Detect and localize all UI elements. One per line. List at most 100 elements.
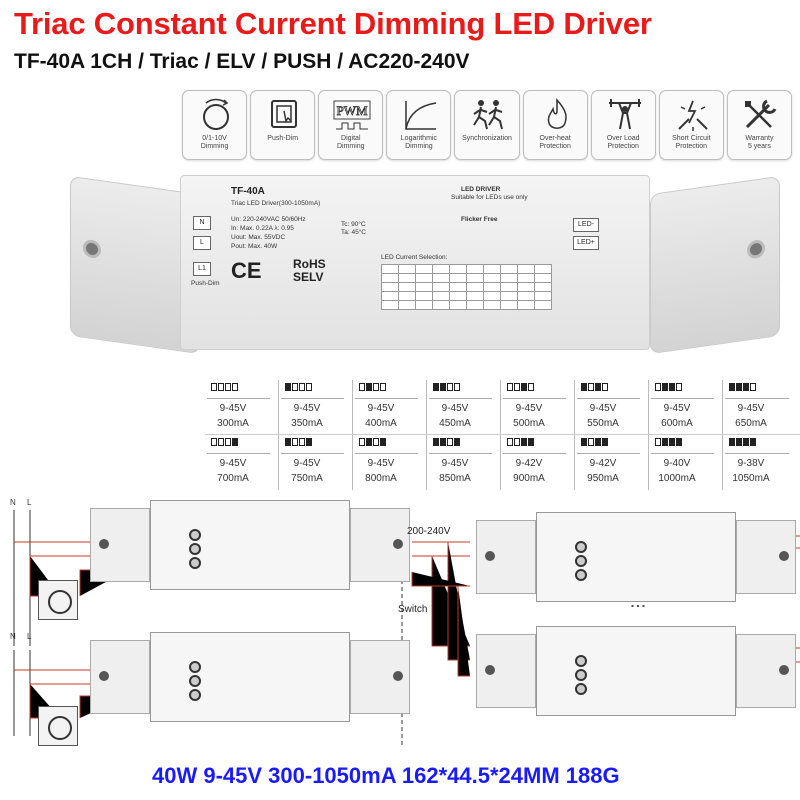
dip-voltage: 9-45V [293, 458, 321, 469]
dip-switch-icon [729, 438, 756, 446]
model-label: TF-40A [231, 186, 265, 197]
dip-voltage: 9-45V [515, 403, 543, 414]
dip-voltage: 9-45V [219, 458, 247, 469]
dip-current: 300mA [217, 418, 249, 429]
dip-switch-icon [581, 438, 608, 446]
terminal-l1: L1 [193, 262, 211, 276]
dip-current: 400mA [365, 418, 397, 429]
feature-sync: Synchronization [454, 90, 520, 160]
pwm-icon: PWM [333, 100, 371, 130]
dip-voltage: 9-40V [663, 458, 691, 469]
dip-current: 1050mA [732, 473, 770, 484]
dip-setting-cell: 9-45V 450mA [427, 380, 501, 435]
dip-current: 600mA [661, 418, 693, 429]
feature-pwm: PWM Digital Dimming [318, 90, 384, 160]
feature-strip: 0/1-10V Dimming Push-Dim PWM Digital Dim… [182, 90, 792, 160]
dip-voltage: 9-45V [589, 403, 617, 414]
triac-dimmer-switch [38, 580, 78, 620]
dip-setting-cell: 9-45V 300mA [205, 380, 279, 435]
product-desc: Triac LED Driver(300-1050mA) [231, 200, 321, 207]
dip-switch-icon [285, 438, 312, 446]
short-circuit-icon [678, 100, 708, 131]
live-label: L [27, 498, 32, 507]
dip-current: 650mA [735, 418, 767, 429]
flame-icon [547, 98, 567, 129]
voltage-label: 200-240V [407, 526, 451, 537]
dip-setting-cell: 9-40V 1000mA [649, 435, 723, 490]
driver-diagram [476, 512, 796, 602]
dip-voltage: 9-42V [589, 458, 617, 469]
dip-current: 850mA [439, 473, 471, 484]
dip-voltage: 9-45V [441, 458, 469, 469]
feature-label: 0/1-10V Dimming [200, 135, 229, 150]
page-subtitle: TF-40A 1CH / Triac / ELV / PUSH / AC220-… [14, 50, 470, 73]
log-curve-icon [405, 101, 437, 130]
dip-setting-cell: 9-45V 850mA [427, 435, 501, 490]
dip-current: 500mA [513, 418, 545, 429]
dip-setting-cell: 9-42V 900mA [501, 435, 575, 490]
dial-icon [203, 98, 229, 130]
dip-current: 900mA [513, 473, 545, 484]
dip-setting-cell: 9-45V 650mA [723, 380, 797, 435]
wiring-diagram: N L N L [0, 486, 800, 746]
driver-diagram [476, 626, 796, 716]
svg-text:PWM: PWM [337, 103, 369, 118]
dip-voltage: 9-45V [663, 403, 691, 414]
push-dim-label: Push-Dim [191, 280, 220, 287]
dip-switch-icon [655, 383, 682, 391]
feature-short-circuit: Short Circuit Protection [658, 90, 724, 160]
dip-setting-cell: 9-45V 500mA [501, 380, 575, 435]
dip-switch-icon [581, 383, 608, 391]
feature-dimming: 0/1-10V Dimming [182, 90, 248, 160]
led-only-note: Suitable for LEDs use only [451, 194, 528, 201]
driver-diagram [90, 632, 410, 722]
mount-hole [83, 238, 101, 260]
terminal-led-plus: LED+ [573, 236, 599, 250]
temp-tc: Tc: 90°C [341, 221, 366, 228]
dip-current: 1000mA [658, 473, 696, 484]
dip-current: 700mA [217, 473, 249, 484]
driver-label-face: TF-40A Triac LED Driver(300-1050mA) Un: … [180, 175, 650, 350]
spec-line: Uout: Max. 55VDC [231, 234, 286, 241]
spec-line: Un: 220-240VAC 50/60Hz [231, 216, 306, 223]
feature-label: Push-Dim [267, 135, 299, 142]
spec-line: In: Max. 0.22A λ: 0.95 [231, 225, 294, 232]
dip-voltage: 9-45V [219, 403, 247, 414]
dip-voltage: 9-45V [441, 403, 469, 414]
mount-hole [747, 238, 765, 260]
feature-label: Over Load Protection [606, 135, 640, 150]
dip-voltage: 9-45V [293, 403, 321, 414]
neutral-label: N [10, 498, 16, 507]
feature-label: Short Circuit Protection [672, 135, 711, 150]
driver-end-cap-right [650, 175, 780, 355]
feature-push-dim: Push-Dim [250, 90, 316, 160]
current-selection-label: LED Current Selection: [381, 254, 448, 261]
dip-voltage: 9-45V [737, 403, 765, 414]
dip-switch-icon [211, 438, 238, 446]
feature-overheat: Over-heat Protection [522, 90, 588, 160]
temp-ta: Ta: 45°C [341, 229, 367, 236]
push-button-icon [271, 100, 298, 128]
switch-label: Switch [398, 604, 428, 615]
dip-switch-icon [285, 383, 312, 391]
dip-switch-icon [507, 383, 534, 391]
dip-switch-icon [211, 383, 238, 391]
terminal-led-minus: LED- [573, 218, 599, 232]
feature-log: Logarithmic Dimming [386, 90, 452, 160]
dip-current: 450mA [439, 418, 471, 429]
dip-current: 750mA [291, 473, 323, 484]
spec-summary: 40W 9-45V 300-1050mA 162*44.5*24MM 188G [152, 763, 620, 788]
dip-voltage: 9-42V [515, 458, 543, 469]
feature-label: Synchronization [462, 135, 512, 142]
terminal-l: L [193, 236, 211, 250]
feature-label: Logarithmic Dimming [400, 135, 437, 150]
driver-product-image: TF-40A Triac LED Driver(300-1050mA) Un: … [70, 160, 780, 370]
feature-overload: Over Load Protection [590, 90, 656, 160]
running-figures-icon [473, 100, 504, 130]
dip-setting-cell: 9-45V 750mA [279, 435, 353, 490]
dip-switch-icon [359, 383, 386, 391]
feature-label: Warranty 5 years [745, 135, 774, 150]
